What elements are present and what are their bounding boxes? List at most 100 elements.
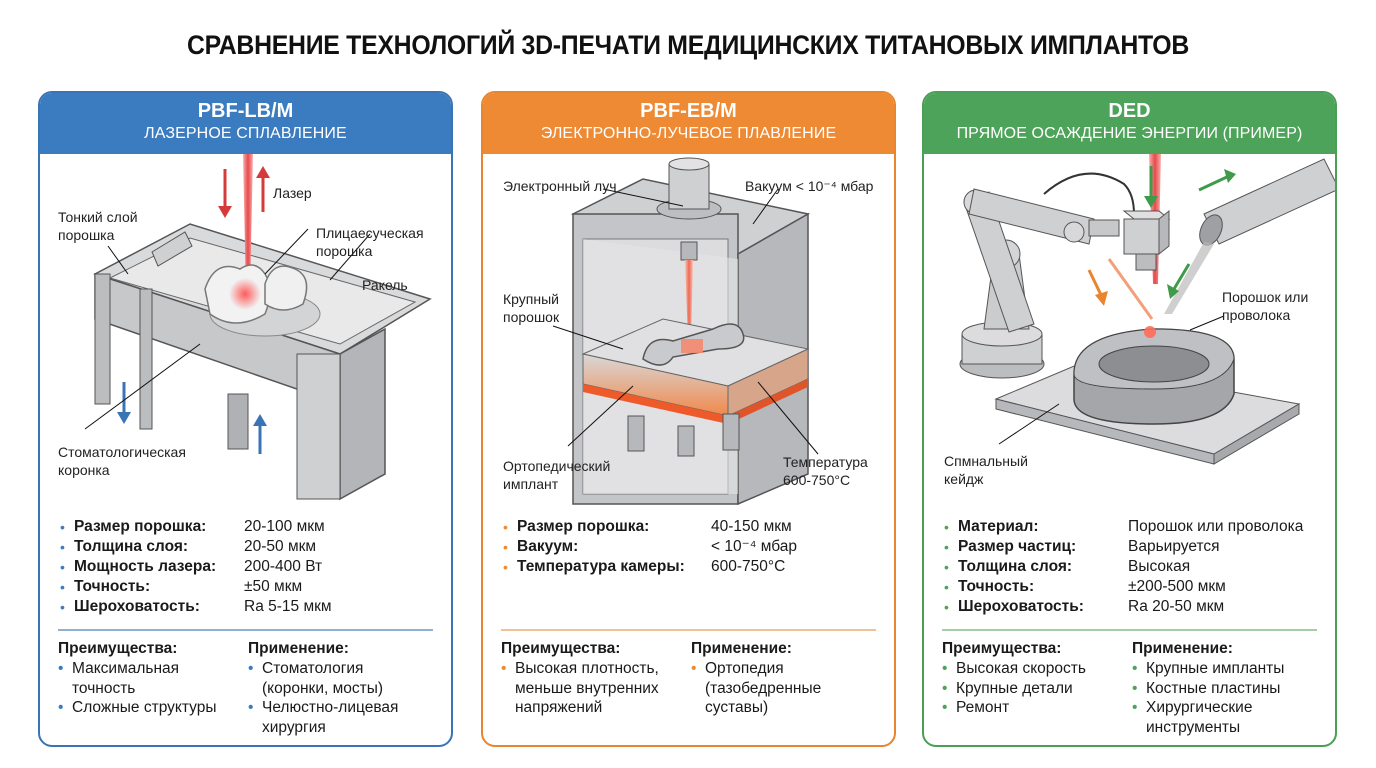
spec-row: •Толщина слоя:20-50 мкм: [60, 537, 450, 557]
spec-key: Толщина слоя:: [958, 558, 1073, 575]
panel-subtitle: ЛАЗЕРНОЕ СПЛАВЛЕНИЕ: [144, 125, 347, 142]
label-recoater: Ракель: [362, 277, 408, 293]
spec-key: Размер порошка:: [74, 518, 207, 535]
label-electron-beam: Электронный луч: [503, 178, 617, 194]
panel-header: DED ПРЯМОЕ ОСАЖДЕНИЕ ЭНЕРГИИ (ПРИМЕР): [924, 93, 1335, 154]
bullet-icon: •: [691, 660, 697, 677]
advantage-item: •Ремонт: [942, 698, 1132, 718]
deposition-head: [1122, 209, 1171, 271]
spec-row: •Точность:±200-500 мкм: [944, 577, 1334, 597]
application-text: инструменты: [1146, 718, 1241, 736]
spec-key: Вакуум:: [517, 538, 579, 555]
label-vacuum: Вакуум < 10⁻⁴ мбар: [745, 178, 874, 194]
spec-row: •Мощность лазера:200-400 Вт: [60, 557, 450, 577]
robot-arm: [959, 172, 1135, 379]
panel-ded: DED ПРЯМОЕ ОСАЖДЕНИЕ ЭНЕРГИИ (ПРИМЕР): [922, 91, 1337, 747]
spec-row: •Шероховатость:Ra 20-50 мкм: [944, 597, 1334, 617]
spec-value: ±50 мкм: [244, 578, 303, 595]
spec-value: 600-750°C: [711, 558, 786, 575]
bullet-icon: •: [60, 579, 65, 595]
spec-row: •Толщина слоя:Высокая: [944, 557, 1334, 577]
label-crown-2: коронка: [58, 462, 110, 478]
blue-up-arrow-icon: [253, 414, 267, 454]
label-crown: Стоматологическая: [58, 444, 186, 460]
green-up-arrow-icon: [1198, 169, 1236, 192]
green-diagonal-arrow-icon: [1167, 263, 1191, 299]
label-implant-2: имплант: [503, 476, 559, 492]
advantage-text: напряжений: [515, 699, 603, 716]
bullet-icon: •: [58, 699, 64, 716]
advantage-item: •Крупные детали: [942, 679, 1132, 699]
label-coarse-powder-2: порошок: [503, 309, 560, 325]
application-text: Крупные импланты: [1146, 660, 1285, 677]
spec-value: 200-400 Вт: [244, 558, 323, 575]
bullet-icon: •: [503, 559, 508, 575]
spec-key: Размер порошка:: [517, 518, 650, 535]
leader-lines: [84, 228, 371, 430]
application-item: •Крупные импланты: [1132, 659, 1322, 679]
red-up-arrow-icon: [256, 166, 270, 212]
divider: [501, 629, 876, 631]
label-laser: Лазер: [273, 185, 312, 201]
advantage-text: Крупные детали: [956, 679, 1073, 697]
bullet-icon: •: [942, 699, 948, 716]
orange-arrow-icon: [1087, 269, 1108, 306]
dental-crown: [204, 264, 321, 337]
advantages-column: Преимущества: • Максимальная точность • Сло…: [58, 639, 248, 737]
application-text: (коронки, мосты): [262, 679, 384, 697]
application-text: суставы): [705, 699, 769, 716]
spec-key: Толщина слоя:: [74, 538, 189, 555]
advantage-text: Высокая скорость: [956, 660, 1086, 677]
panel-code: DED: [1108, 100, 1151, 122]
bullet-icon: •: [944, 559, 949, 575]
panel-header: PBF-LB/M ЛАЗЕРНОЕ СПЛАВЛЕНИЕ: [40, 93, 451, 154]
bullet-icon: •: [944, 519, 949, 535]
label-feed: Порошок или: [1222, 289, 1308, 305]
electron-beam-illustration: Электронный луч Вакуум < 10⁻⁴ мбар Крупн…: [483, 154, 894, 514]
advantages-column: Преимущества: •Высокая плотность,меньше …: [501, 639, 691, 718]
label-powder-bed-2: порошка: [316, 243, 373, 259]
label-coarse-powder: Крупный: [503, 291, 559, 307]
applications-title: Применение:: [1132, 640, 1233, 657]
advantage-text: Максимальная: [72, 660, 180, 677]
bullet-icon: •: [60, 519, 65, 535]
feed-tube: [1164, 158, 1335, 314]
bullet-icon: •: [60, 599, 65, 615]
advantage-item: • Сложные структуры: [58, 698, 248, 718]
advantage-text: точность: [72, 679, 136, 697]
applications-title: Применение:: [691, 640, 792, 657]
spec-key: Точность:: [74, 578, 151, 595]
application-text: Челюстно-лицевая: [262, 699, 399, 716]
panel-header: PBF-EB/M ЭЛЕКТРОННО-ЛУЧЕВОЕ ПЛАВЛЕНИЕ: [483, 93, 894, 154]
spec-key: Точность:: [958, 578, 1035, 595]
label-thin-layer: Тонкий слой: [58, 209, 138, 225]
spec-row: •Размер порошка:40-150 мкм: [503, 517, 893, 537]
label-thin-layer-2: порошка: [58, 227, 115, 243]
spec-row: •Шероховатость:Ra 5-15 мкм: [60, 597, 450, 617]
advantage-text: меньше внутренних: [515, 679, 659, 697]
application-text: (тазобедренные: [705, 679, 822, 697]
label-temperature: Температура: [783, 454, 868, 470]
bullet-icon: •: [248, 699, 254, 716]
spec-row: •Размер частиц:Варьируется: [944, 537, 1334, 557]
advantage-text: Сложные структуры: [72, 699, 217, 716]
bullet-icon: •: [60, 539, 65, 555]
bullet-icon: •: [248, 660, 254, 677]
bullet-icon: •: [1132, 699, 1138, 716]
applications-title: Применение:: [248, 640, 349, 657]
spec-key: Мощность лазера:: [74, 558, 217, 575]
spec-value: Ra 20-50 мкм: [1128, 598, 1225, 615]
bullet-icon: •: [503, 539, 508, 555]
laser-melting-diagram: Лазер Тонкий слой порошка Плицaeсуческая…: [58, 154, 432, 501]
applications-column: Применение: •Стоматология(коронки, мосты…: [248, 639, 438, 737]
advantages-column: Преимущества: •Высокая скорость •Крупные…: [942, 639, 1132, 737]
spec-row: • Точность: ±50 мкм: [60, 577, 450, 597]
spec-row: •Размер порошка:20-100 мкм: [60, 517, 450, 537]
leader-lines: [998, 315, 1225, 445]
advantages-title: Преимущества:: [501, 640, 621, 657]
advantages-title: Преимущества:: [58, 640, 178, 657]
bullet-icon: •: [944, 539, 949, 555]
